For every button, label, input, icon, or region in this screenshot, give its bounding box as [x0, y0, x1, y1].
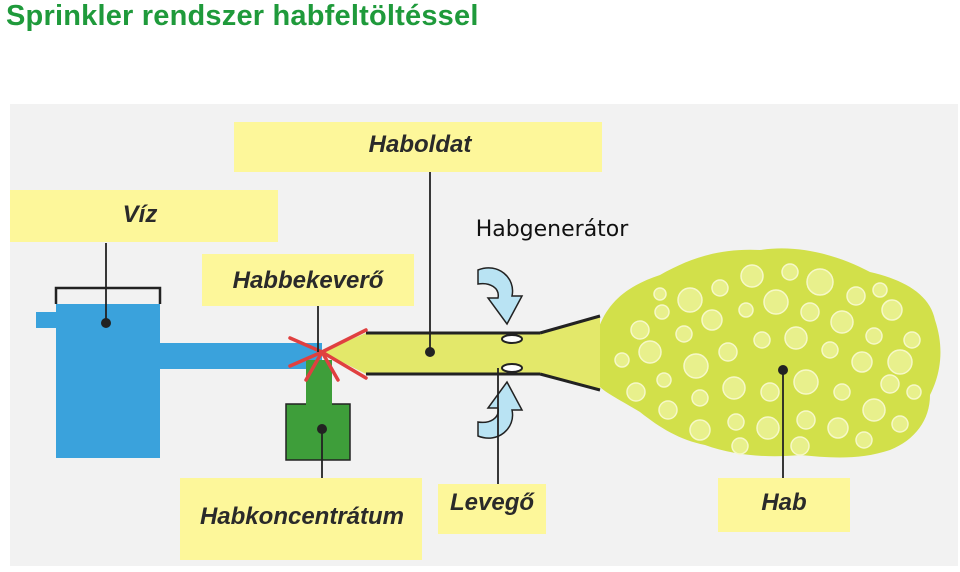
foam-bubble-icon — [763, 289, 789, 315]
foam-bubble-icon — [753, 331, 771, 349]
foam-bubble-icon — [790, 436, 810, 456]
foam-bubble-icon — [821, 341, 839, 359]
label-boxes — [10, 122, 850, 560]
nozzle-bottom-edge — [539, 372, 601, 392]
foam-bubble-icon — [683, 353, 709, 379]
air-inlet-bottom — [501, 363, 523, 373]
concentrate-pipe — [306, 360, 332, 406]
water-pipe — [158, 343, 322, 369]
foam-bubble-icon — [638, 340, 662, 364]
pointer-lines — [105, 172, 784, 484]
label-mixer: Habbekeverő — [233, 267, 385, 294]
water-tank — [56, 304, 160, 458]
foam-bubble-icon — [760, 382, 780, 402]
foam-bubble-icon — [658, 400, 678, 420]
foam-bubble-icon — [793, 369, 819, 395]
foam-bubble-icon — [614, 352, 630, 368]
foam-bubble-icon — [689, 419, 711, 441]
foam-bubble-icon — [800, 302, 820, 322]
foam-bubble-icon — [727, 413, 745, 431]
foam-bubble-icon — [756, 416, 780, 440]
foam-bubble-icon — [656, 372, 672, 388]
foam-bubble-icon — [846, 286, 866, 306]
label-air: Levegő — [450, 489, 535, 516]
foam-bubble-icon — [855, 431, 873, 449]
air-inflow-arrow-icon — [477, 380, 524, 439]
foam-bubble-icon — [722, 376, 746, 400]
pointer-dots — [101, 318, 788, 434]
foam-bubble-icon — [872, 282, 888, 298]
tank-rim — [54, 286, 162, 304]
foam-bubble-icon — [691, 389, 709, 407]
foam-bubble-icon — [654, 304, 670, 320]
foam-bubble-icon — [731, 437, 749, 455]
label-water: Víz — [123, 201, 158, 228]
page-title: Sprinkler rendszer habfeltöltéssel — [6, 0, 479, 32]
foam-bubble-icon — [891, 415, 909, 433]
foam-bubble-icon — [833, 383, 851, 401]
air-inlet-top — [501, 334, 523, 344]
foam-bubble-icon — [711, 279, 729, 297]
concentrate-tank — [285, 403, 351, 461]
foam-bubble-icon — [903, 331, 921, 349]
foam-bubbles — [614, 263, 922, 456]
foam-bubble-icon — [887, 349, 913, 375]
label-solution: Haboldat — [369, 131, 473, 158]
foam-bubble-icon — [701, 309, 723, 331]
mixer-star-icon — [288, 328, 368, 382]
tank-inlet-pipe — [36, 312, 60, 328]
generator-nozzle — [540, 316, 600, 390]
foam-bubble-icon — [718, 342, 738, 362]
foam-bubble-icon — [865, 327, 883, 345]
air-inflow-arrow-icon — [477, 267, 524, 326]
foam-bubble-icon — [906, 384, 922, 400]
foam-bubble-icon — [881, 299, 903, 321]
foam-bubble-icon — [740, 264, 764, 288]
label-foam: Hab — [761, 489, 806, 516]
foam-bubble-icon — [738, 302, 754, 318]
foam-bubble-icon — [796, 410, 816, 430]
label-concentrate: Habkoncentrátum — [200, 503, 404, 530]
foam-bubble-icon — [827, 417, 849, 439]
foam-bubble-icon — [784, 326, 808, 350]
foam-bubble-icon — [830, 310, 854, 334]
foam-bubble-icon — [880, 374, 900, 394]
foam-bubble-icon — [675, 325, 693, 343]
foam-bubble-icon — [781, 263, 799, 281]
foam-bubble-icon — [630, 320, 650, 340]
foam-bubble-icon — [851, 351, 873, 373]
foam-bubble-icon — [677, 287, 703, 313]
foam-bubble-icon — [653, 287, 667, 301]
foam-bubble-icon — [862, 398, 886, 422]
label-generator: Habgenerátor — [476, 217, 630, 242]
foam-bubble-icon — [626, 382, 646, 402]
foam-bubble-icon — [806, 268, 834, 296]
nozzle-top-edge — [539, 314, 601, 335]
